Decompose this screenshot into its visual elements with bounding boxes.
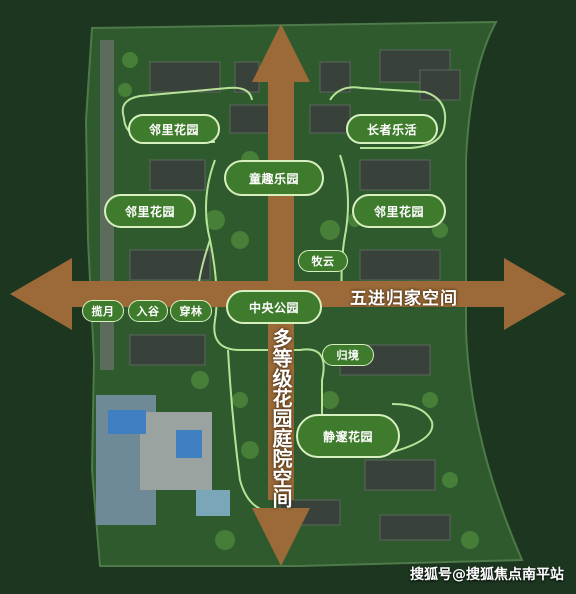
plaza: [196, 490, 230, 516]
garden-linli-north: 邻里花园: [128, 114, 220, 144]
garden-linli-east: 邻里花园: [352, 194, 446, 228]
arrow-up: [252, 24, 310, 82]
garden-jingsui: 静邃花园: [296, 414, 400, 458]
headline-five-stage-homecoming: 五进归家空间: [350, 289, 458, 309]
garden-rugu: 入谷: [128, 300, 168, 322]
residential-buildings: [129, 49, 461, 541]
arrow-right: [504, 258, 566, 330]
garden-linli-west: 邻里花园: [104, 194, 196, 228]
cross-arrows: [10, 24, 566, 566]
arrow-down: [252, 508, 310, 566]
pool-small: [176, 430, 202, 458]
garden-zhongyang: 中央公园: [226, 290, 322, 324]
swimming-pool: [108, 410, 146, 434]
garden-zhangzhe: 长者乐活: [346, 114, 438, 144]
garden-tongqu: 童趣乐园: [224, 160, 324, 196]
garden-muyun: 牧云: [298, 250, 348, 272]
garden-guijing: 归境: [322, 344, 374, 366]
garden-lanyue: 揽月: [82, 300, 124, 322]
source-watermark: 搜狐号@搜狐焦点南平站: [410, 567, 564, 583]
arrow-left: [10, 258, 72, 330]
garden-chuanlin: 穿林: [170, 300, 212, 322]
headline-multilevel-garden-courtyard: 多等级花园庭院空间: [269, 328, 293, 508]
